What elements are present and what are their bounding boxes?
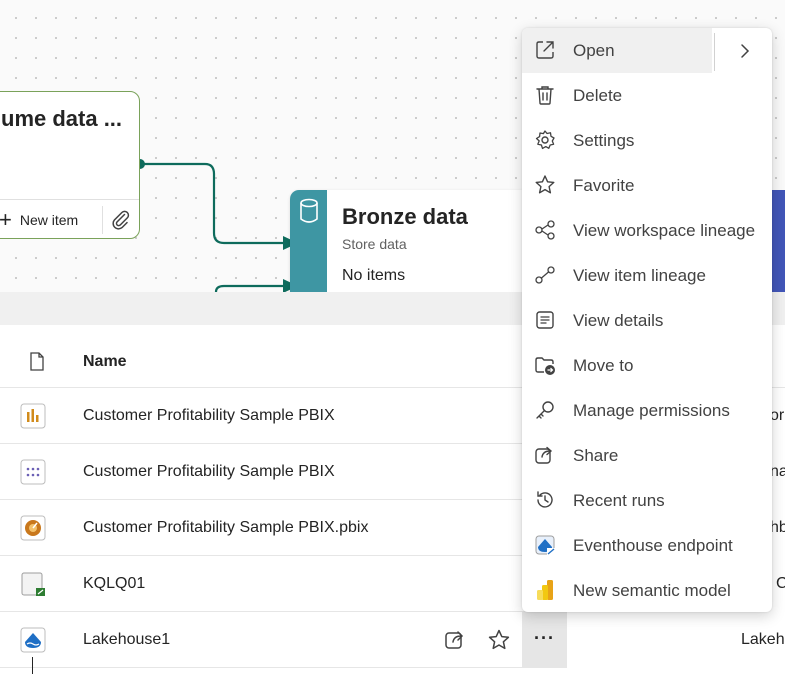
history-icon: [537, 491, 553, 508]
menu-item-view-details[interactable]: View details: [522, 298, 772, 343]
menu-item-label: Delete: [573, 86, 623, 105]
plus-icon: +: [0, 207, 12, 232]
database-icon: [300, 198, 318, 223]
card-subtitle: Store data: [342, 236, 407, 252]
file-type-icon: [30, 352, 44, 371]
menu-item-label: Open: [573, 41, 615, 60]
adjacent-card-edge[interactable]: [772, 190, 785, 292]
menu-item-share[interactable]: Share: [522, 433, 772, 478]
new-item-label: New item: [19, 212, 79, 228]
item-name[interactable]: Lakehouse1: [83, 631, 171, 648]
row-right-cell: [567, 612, 785, 668]
gear-icon: [535, 130, 555, 150]
divider: [714, 33, 715, 71]
bronze-data-card[interactable]: Bronze data Store data No items: [290, 190, 530, 292]
item-lineage-icon: [535, 266, 555, 284]
star-icon: [535, 175, 555, 194]
star-icon[interactable]: [487, 628, 511, 652]
divider: [102, 206, 103, 234]
menu-item-label: View details: [573, 311, 664, 330]
menu-item-label: Settings: [573, 131, 635, 150]
menu-item-eventhouse-endpoint[interactable]: Eventhouse endpoint: [522, 523, 772, 568]
open-external-icon: [536, 41, 554, 59]
item-name[interactable]: Customer Profitability Sample PBIX.pbix: [83, 519, 369, 536]
item-name[interactable]: Customer Profitability Sample PBIX: [83, 407, 335, 424]
chevron-right-icon[interactable]: [735, 41, 755, 61]
menu-item-label: View item lineage: [573, 266, 706, 285]
menu-item-manage-permissions[interactable]: Manage permissions: [522, 388, 772, 433]
table-row[interactable]: Lakehouse1 ··· Lakeh: [0, 612, 785, 668]
tree-line: [32, 657, 33, 674]
menu-item-label: Recent runs: [573, 491, 665, 510]
lineage-icon: [535, 220, 555, 240]
kql-queryset-icon: [21, 572, 45, 596]
item-name[interactable]: KQLQ01: [83, 575, 146, 592]
menu-item-recent-runs[interactable]: Recent runs: [522, 478, 772, 523]
dashboard-icon: [20, 515, 46, 541]
column-header-name[interactable]: Name: [83, 353, 127, 370]
folder-move-icon: [535, 357, 555, 375]
item-type: C: [776, 575, 785, 592]
share-icon: [535, 446, 553, 464]
eventhouse-icon: [535, 535, 555, 555]
share-icon[interactable]: [443, 628, 467, 652]
context-menu: Open Delete Settings Favorite View works…: [522, 28, 772, 612]
menu-item-delete[interactable]: Delete: [522, 73, 772, 118]
card-title: ume data ...: [1, 106, 123, 131]
new-item-button[interactable]: + New item: [0, 207, 79, 232]
menu-item-view-workspace-lineage[interactable]: View workspace lineage: [522, 208, 772, 253]
menu-item-open[interactable]: Open: [522, 28, 712, 73]
item-type: na: [770, 463, 785, 480]
key-icon: [536, 401, 554, 419]
item-type: Lakeh: [741, 631, 785, 648]
menu-item-label: Eventhouse endpoint: [573, 536, 733, 555]
card-title: Bronze data: [342, 204, 468, 229]
attach-icon[interactable]: [109, 208, 133, 232]
lakehouse-icon: [20, 627, 46, 653]
menu-item-favorite[interactable]: Favorite: [522, 163, 772, 208]
card-status: No items: [342, 267, 406, 284]
menu-item-label: Move to: [573, 356, 634, 375]
menu-item-label: View workspace lineage: [573, 221, 756, 240]
consume-data-card[interactable]: ume data ... + New item: [0, 91, 140, 239]
semantic-model-icon: [20, 459, 46, 485]
items-table: Name e Customer Profitability Sample PBI…: [0, 325, 785, 674]
menu-item-view-item-lineage[interactable]: View item lineage: [522, 253, 772, 298]
item-type: hb: [770, 519, 785, 536]
report-icon: [20, 403, 46, 429]
menu-item-new-semantic-model[interactable]: New semantic model: [522, 568, 772, 613]
trash-icon: [536, 86, 554, 105]
card-color-strip: [290, 190, 327, 292]
menu-item-settings[interactable]: Settings: [522, 118, 772, 163]
more-options-button[interactable]: ···: [522, 612, 567, 668]
menu-item-label: New semantic model: [573, 581, 731, 600]
details-icon: [536, 311, 554, 329]
menu-item-move-to[interactable]: Move to: [522, 343, 772, 388]
menu-item-label: Favorite: [573, 176, 635, 195]
item-name[interactable]: Customer Profitability Sample PBIX: [83, 463, 335, 480]
item-type: or: [770, 407, 785, 424]
powerbi-icon: [537, 580, 553, 600]
menu-item-label: Manage permissions: [573, 401, 730, 420]
menu-item-label: Share: [573, 446, 619, 465]
card-footer: + New item: [0, 199, 139, 239]
